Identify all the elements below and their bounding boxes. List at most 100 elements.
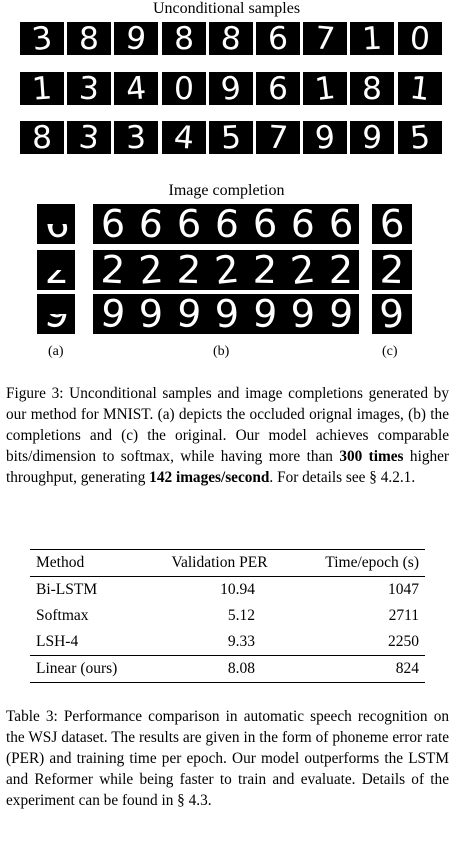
svg-text:9: 9 xyxy=(219,72,243,105)
table-cell-method: Linear (ours) xyxy=(30,655,151,683)
svg-text:2: 2 xyxy=(100,250,126,290)
svg-text:4: 4 xyxy=(172,121,195,154)
table-cell-per: 10.94 xyxy=(220,581,255,598)
unconditional-samples-title: Unconditional samples xyxy=(152,0,301,17)
completion-digit-tile: 6 xyxy=(245,204,283,244)
svg-text:9: 9 xyxy=(214,294,240,334)
svg-text:9: 9 xyxy=(361,121,383,154)
svg-text:1: 1 xyxy=(31,72,53,105)
sample-digit-tile: 8 xyxy=(162,22,206,55)
svg-text:9: 9 xyxy=(251,294,279,334)
sample-digit-tile: 0 xyxy=(162,72,206,105)
svg-text:3: 3 xyxy=(78,72,100,105)
svg-text:2: 2 xyxy=(137,250,165,290)
sample-digit-tile: 0 xyxy=(398,22,442,55)
svg-text:7: 7 xyxy=(313,22,336,55)
table-cell-time: 2250 xyxy=(388,633,419,650)
sample-digit-tile: 9 xyxy=(114,22,158,55)
figure-caption-label: Figure 3: xyxy=(6,385,64,402)
results-table: Method Validation PER Time/epoch (s) Bi-… xyxy=(30,549,425,683)
completion-digit-tile: 9 xyxy=(283,294,321,334)
svg-text:9: 9 xyxy=(98,294,127,334)
sample-digit-tile: 3 xyxy=(67,121,111,154)
svg-text:2: 2 xyxy=(288,250,317,290)
table-cell-per: 9.33 xyxy=(227,633,255,650)
svg-text:9: 9 xyxy=(139,294,164,334)
sample-digit-tile: 8 xyxy=(350,72,394,105)
svg-text:3: 3 xyxy=(30,22,54,55)
table-caption-text: Performance comparison in automatic spee… xyxy=(6,708,449,809)
svg-text:8: 8 xyxy=(174,22,195,55)
svg-text:5: 5 xyxy=(409,121,432,154)
svg-text:2: 2 xyxy=(176,250,202,290)
table-cell-per: 8.08 xyxy=(150,655,289,683)
table-cell-method: Softmax xyxy=(36,607,89,624)
sample-digit-tile: 1 xyxy=(20,72,64,105)
table-row: Bi-LSTM 10.94 1047 xyxy=(30,577,425,604)
svg-text:6: 6 xyxy=(137,204,166,244)
figure-caption-text-3: . For details see § 4.2.1. xyxy=(269,469,416,486)
sample-digit-tile: 3 xyxy=(67,72,111,105)
svg-text:2: 2 xyxy=(329,250,353,290)
occluded-digit-tile: 2 xyxy=(37,250,75,290)
table-cell-time: 2711 xyxy=(388,607,419,624)
sample-digit-tile: 1 xyxy=(350,22,394,55)
completion-digit-tile: 6 xyxy=(283,204,321,244)
svg-text:3: 3 xyxy=(125,121,146,154)
completion-digit-tile: 2 xyxy=(131,250,169,290)
original-digit-tile: 2 xyxy=(372,250,412,290)
sample-digit-tile: 6 xyxy=(256,72,300,105)
sample-digit-tile: 4 xyxy=(114,72,158,105)
completion-digit-tile: 6 xyxy=(207,204,245,244)
sample-digit-tile: 8 xyxy=(67,22,111,55)
table-cell-time: 1047 xyxy=(388,581,419,598)
svg-text:9: 9 xyxy=(290,294,316,334)
table-header-per: Validation PER xyxy=(150,549,289,577)
figure-caption-bold-1: 300 times xyxy=(339,448,404,465)
table-cell-method: LSH-4 xyxy=(36,633,79,650)
figure-caption: Figure 3: Unconditional samples and imag… xyxy=(6,383,449,488)
image-completion-grid: 666666666222222222999999999 xyxy=(0,0,453,345)
table-caption-label: Table 3: xyxy=(6,708,58,725)
svg-text:8: 8 xyxy=(79,22,99,55)
sample-digit-tile: 8 xyxy=(209,22,253,55)
completion-digit-tile: 9 xyxy=(321,294,359,334)
svg-text:2: 2 xyxy=(253,250,278,290)
completion-digit-tile: 9 xyxy=(207,294,245,334)
figure-caption-bold-2: 142 images/second xyxy=(149,469,270,486)
svg-text:1: 1 xyxy=(408,72,432,105)
sample-digit-tile: 3 xyxy=(114,121,158,154)
svg-text:6: 6 xyxy=(268,72,289,105)
figure-caption-text-1: Unconditional samples and image completi… xyxy=(6,385,449,465)
svg-text:2: 2 xyxy=(213,250,242,290)
table-header-time: Time/epoch (s) xyxy=(289,549,425,577)
completion-digit-tile: 9 xyxy=(245,294,283,334)
completion-digit-tile: 6 xyxy=(93,204,131,244)
subfig-label-c: (c) xyxy=(382,344,398,359)
sample-digit-tile: 1 xyxy=(303,72,347,105)
sample-digit-tile: 6 xyxy=(256,22,300,55)
completion-digit-tile: 2 xyxy=(245,250,283,290)
completion-digit-tile: 2 xyxy=(169,250,207,290)
svg-text:3: 3 xyxy=(77,121,101,154)
svg-text:6: 6 xyxy=(176,204,202,244)
svg-text:6: 6 xyxy=(289,204,316,244)
svg-text:6: 6 xyxy=(378,204,406,244)
svg-text:9: 9 xyxy=(124,22,148,55)
svg-text:9: 9 xyxy=(327,294,354,334)
svg-text:6: 6 xyxy=(101,204,126,244)
svg-text:6: 6 xyxy=(213,204,241,244)
completion-digit-tile: 2 xyxy=(321,250,359,290)
sample-digit-tile: 8 xyxy=(20,121,64,154)
svg-text:9: 9 xyxy=(378,294,407,334)
svg-text:9: 9 xyxy=(175,294,204,334)
completion-digit-tile: 6 xyxy=(169,204,207,244)
svg-text:0: 0 xyxy=(409,22,431,55)
svg-text:0: 0 xyxy=(173,72,194,105)
completion-digit-tile: 9 xyxy=(169,294,207,334)
completion-digit-tile: 9 xyxy=(93,294,131,334)
svg-text:8: 8 xyxy=(32,121,53,154)
sample-digit-tile: 9 xyxy=(350,121,394,154)
svg-text:6: 6 xyxy=(267,22,288,55)
